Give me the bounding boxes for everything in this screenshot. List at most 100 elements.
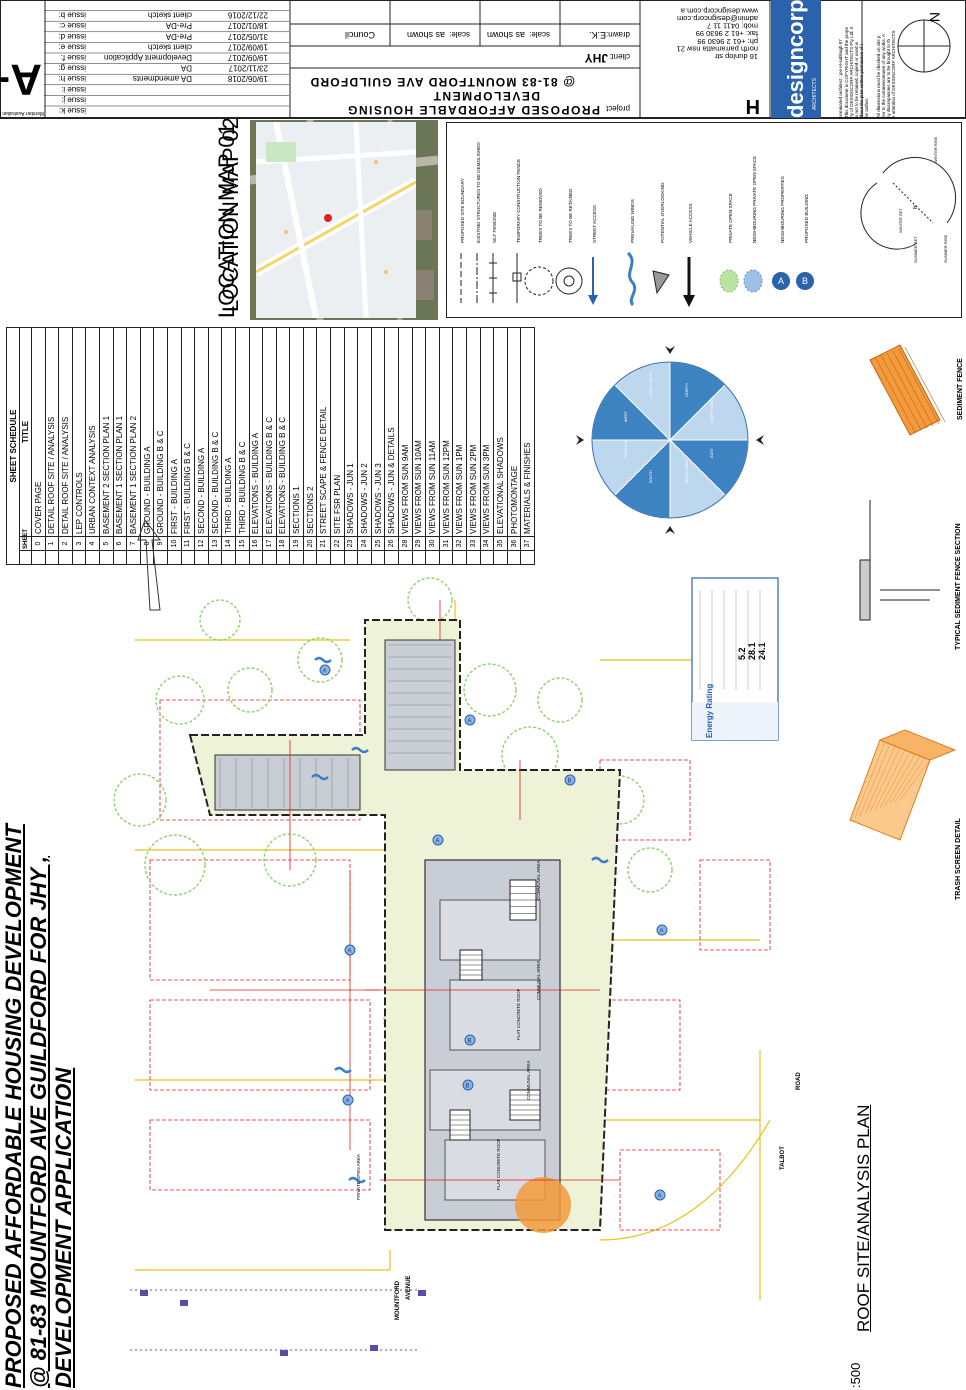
hatch-line	[864, 745, 896, 815]
schedule-cell-blank	[140, 550, 154, 565]
schedule-sheet-title: BASEMENT 1 SECTION PLAN 1	[113, 327, 127, 537]
sediment-fence-section: TYPICAL SEDIMENT FENCE SECTION	[859, 500, 962, 650]
tree-canopy	[627, 847, 673, 893]
marker-letter: B	[466, 1084, 470, 1090]
wind-rose-sector	[668, 439, 749, 496]
legend-label: PRIVATE OPEN SPACE	[728, 193, 733, 243]
schedule-sheet-title: DETAIL ROOF SITE / ANALYSIS	[45, 327, 59, 537]
sector-label: SOUTH EAST	[685, 458, 689, 483]
street-marker	[140, 1290, 148, 1296]
council-label: Council	[345, 30, 375, 40]
legend-item: PRIVATE OPEN SPACE	[719, 193, 739, 293]
project-title-line-2: @ 81-83 MOUNTFORD AVE GUILDFORD FOR JHY …	[26, 856, 51, 1388]
energy-value: 24.1	[757, 642, 767, 660]
legend-item: PROPOSED SITE BOUNDARY	[460, 178, 465, 303]
neighbour-outline	[159, 699, 361, 821]
schedule-sheet-title: URBAN CONTEXT ANALYSIS	[85, 327, 100, 537]
energy-value: 28.1	[747, 642, 757, 660]
legend-label: NEIGHBOURING PROPERTIES	[780, 176, 785, 243]
title-block: A+Member Australian Institute of Archite…	[0, 0, 966, 119]
dimension-note: e attention of DESIGNCORP ARCHITECTS.	[891, 30, 896, 118]
trash-screen-detail: TRASH SCREEN DETAIL	[849, 729, 962, 900]
issue-description: client sketch	[148, 11, 192, 20]
schedule-sheet-title: THIRD - BUILDING A	[221, 327, 236, 537]
dimension-note: All dimensions must be checked on site p	[876, 35, 881, 118]
wind-arrow	[665, 526, 675, 534]
building-b-roof	[384, 639, 456, 771]
tree-canopy	[113, 773, 167, 827]
project-title-block: PROPOSED AFFORDABLE HOUSING DEVELOPMENT …	[1, 0, 82, 1390]
schedule-sheet-title: GROUND - BUILDING A	[140, 327, 154, 537]
legend-item: TREES TO BE RETAINED	[555, 188, 583, 295]
neighbour-outline	[599, 999, 681, 1091]
wind-rose-sector	[614, 361, 671, 442]
area-label: PRIVATE OPEN AREA	[356, 1154, 361, 1200]
schedule-sheet-title: VIEWS FROM SUN 10AM	[412, 327, 426, 537]
plan-title-block: :500 ROOF SITE/ANALYSIS PLAN	[848, 1105, 890, 1390]
fabric-line	[892, 350, 934, 427]
fence-post	[859, 559, 871, 621]
legend-item: EXISTING STRUCTURES TO BE DEMOLISHED	[476, 142, 481, 303]
roof-section	[449, 979, 541, 1051]
schedule-cell-blank	[412, 550, 426, 565]
legend-label: TREES TO BE REMOVED	[538, 188, 543, 243]
legend-item: PREVAILING WINDS	[626, 199, 637, 307]
dimension-note: ny discrepancies are to be brought to th	[886, 38, 891, 118]
marker-letter: A	[658, 1194, 662, 1200]
scale-label: scale:	[449, 30, 470, 39]
schedule-sheet-number: 2	[58, 536, 73, 551]
schedule-cell-blank	[344, 550, 358, 565]
title-block-graphics: A+Member Australian Institute of Archite…	[0, 0, 966, 118]
schedule-sheet-number: 15	[235, 536, 249, 551]
schedule-sheet-number: 18	[276, 536, 290, 551]
neighbour-marker	[464, 714, 476, 726]
project-line-2: DEVELOPMENT	[432, 89, 540, 103]
schedule-sheet-title: SECOND - BUILDING A	[194, 327, 209, 537]
hatch-line	[874, 749, 906, 811]
wind-symbol	[591, 856, 609, 864]
legend-graphics: PROPOSED SITE BOUNDARY EXISTING STRUCTURE…	[460, 136, 957, 307]
kerb-line	[599, 1119, 771, 1241]
client-name: JHY	[585, 51, 608, 65]
sector-label: EAST	[710, 447, 714, 458]
tree-canopy	[144, 834, 206, 896]
project-title-line-1: PROPOSED AFFORDABLE HOUSING DEVELOPMENT	[1, 824, 26, 1388]
tree-canopy	[383, 1003, 417, 1037]
schedule-sheet-number: 23	[344, 536, 358, 551]
legend-label: SILT FENCING	[492, 211, 497, 243]
schedule-cell-blank	[153, 550, 168, 565]
schedule-sheet-title: FIRST - BUILDING A	[167, 327, 182, 537]
tree-canopy	[501, 726, 559, 784]
marker-letter: A	[468, 719, 472, 725]
schedule-cell-blank	[520, 550, 535, 565]
legend-label: POTENTIAL OVERLOOKING	[660, 182, 665, 243]
schedule-cell-blank	[452, 550, 467, 565]
schedule-cell-blank	[113, 550, 127, 565]
marker-letter: A	[660, 929, 664, 935]
copyright-note: This document is COPYRIGHT and the prope	[844, 27, 849, 118]
schedule-sheet-number: 20	[303, 536, 317, 551]
hatch-line	[879, 751, 911, 809]
legend-item: TEMPORARY CONSTRUCTION FENCE	[512, 159, 522, 303]
issue-label: issue e:	[58, 42, 86, 51]
energy-title: Energy Rating	[705, 684, 714, 738]
wind-arrow	[576, 435, 584, 445]
schedule-sheet-title: VIEWS FROM SUN 2PM	[466, 327, 481, 537]
neighbour-marker	[342, 1094, 354, 1106]
legend-item: VEHICLE ACCESS	[683, 203, 695, 307]
wind-symbol	[351, 746, 369, 754]
marker-letter: B	[468, 1039, 472, 1045]
project-label: project	[605, 104, 630, 113]
tree-canopy	[595, 775, 645, 825]
schedule-cell-blank	[235, 550, 249, 565]
